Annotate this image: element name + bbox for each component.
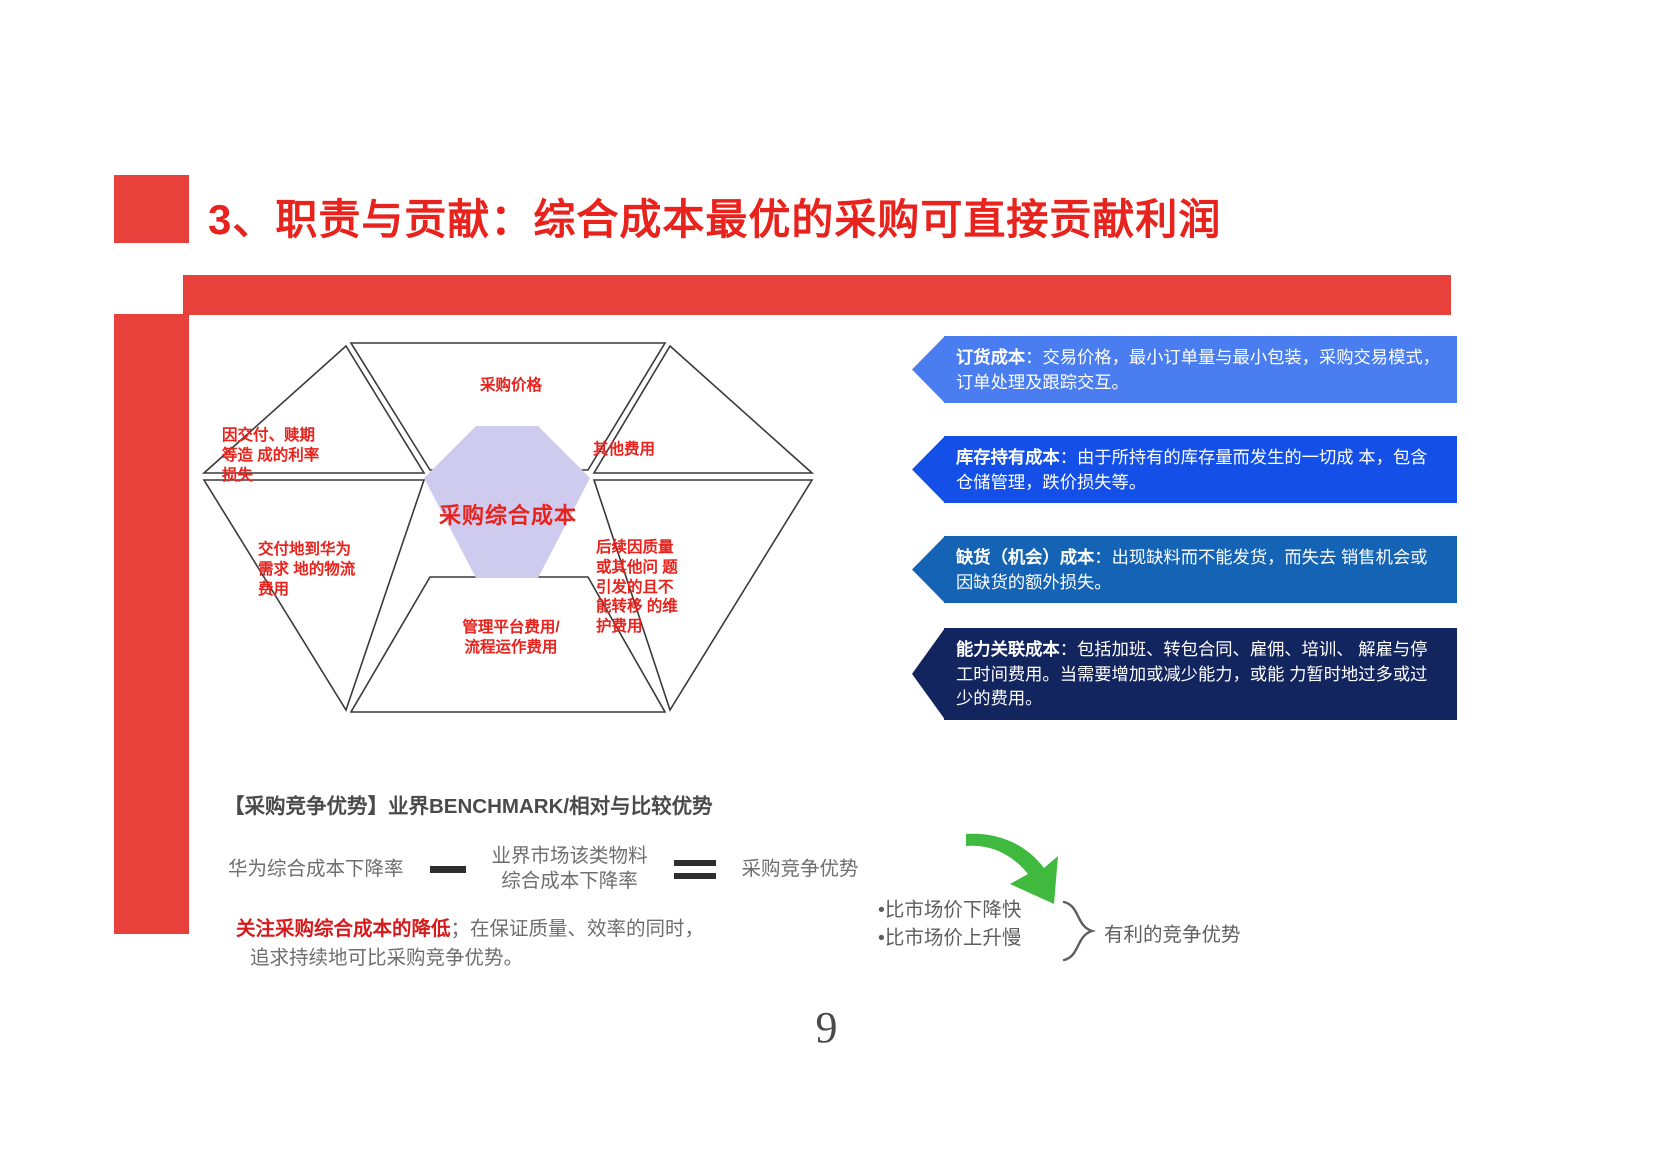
competitive-advantage-formula: 华为综合成本下降率 业界市场该类物料 综合成本下降率 采购竞争优势 bbox=[228, 844, 859, 895]
hexagon-core-label: 采购综合成本 bbox=[438, 503, 577, 528]
focus-note-rest: ；在保证质量、效率的同时， bbox=[450, 918, 705, 940]
hex-label-right-upper: 其他费用 bbox=[593, 441, 656, 458]
red-accent-bar-left bbox=[114, 314, 189, 934]
callout-term-4: 能力关联成本 bbox=[956, 639, 1060, 659]
hex-label-left-upper: 因交付、赎期 等造 成的利率 损失 bbox=[222, 427, 320, 484]
focus-note-highlight: 关注采购综合成本的降低 bbox=[236, 918, 451, 940]
formula-term-huawei: 华为综合成本下降率 bbox=[228, 857, 404, 880]
hexagon-core-shape bbox=[424, 426, 590, 578]
advantage-bullet-1: •比市场价下降快 bbox=[878, 899, 1022, 921]
arrow-tip-icon bbox=[912, 536, 945, 604]
hex-segment-left-lower bbox=[202, 479, 426, 712]
callout-text-2: 由于所持有的库存量而发生的一切成 本，包含仓储管理，跌价损失等。 bbox=[956, 447, 1428, 492]
advantage-result-label: 有利的竞争优势 bbox=[1104, 924, 1241, 946]
arrow-tip-icon bbox=[912, 628, 945, 720]
callout-term-1: 订货成本 bbox=[956, 347, 1026, 367]
callout-text-4: 包括加班、转包合同、雇佣、培训、 解雇与停工时间费用。当需要增加或减少能力，或能… bbox=[956, 639, 1428, 709]
hexagon-outline-svg bbox=[201, 342, 815, 713]
arrow-tip-icon bbox=[912, 436, 945, 504]
advantage-bullet-list: •比市场价下降快 •比市场价上升慢 bbox=[878, 896, 1021, 953]
formula-term-market: 业界市场该类物料 综合成本下降率 bbox=[491, 845, 648, 893]
callout-sep-3: ： bbox=[1094, 547, 1112, 567]
benchmark-heading: 【采购竞争优势】业界BENCHMARK/相对与比较优势 bbox=[224, 795, 713, 818]
callout-stockout-opportunity-cost: 缺货（机会）成本：出现缺料而不能发货，而失去 销售机会或因缺货的额外损失。 bbox=[912, 536, 1457, 604]
callout-term-3: 缺货（机会）成本 bbox=[956, 547, 1095, 567]
callout-ordering-cost: 订货成本：交易价格，最小订单量与最小包装，采购交易模式，订单处理及跟踪交互。 bbox=[912, 336, 1457, 404]
callout-inventory-holding-cost: 库存持有成本：由于所持有的库存量而发生的一切成 本，包含仓储管理，跌价损失等。 bbox=[912, 436, 1457, 504]
hex-label-right-lower: 后续因质量 或其他问 题 引发的且不 能转移 的维 护费用 bbox=[596, 539, 678, 636]
callout-text-3: 出现缺料而不能发货，而失去 销售机会或因缺货的额外损失。 bbox=[956, 547, 1428, 592]
green-down-arrow-icon bbox=[966, 833, 1058, 904]
arrow-tip-icon bbox=[912, 336, 945, 404]
callout-text-1: 交易价格，最小订单量与最小包装，采购交易模式，订单处理及跟踪交互。 bbox=[956, 347, 1440, 392]
advantage-bullet-2: •比市场价上升慢 bbox=[878, 927, 1022, 950]
page-title: 3、职责与贡献：综合成本最优的采购可直接贡献利润 bbox=[208, 196, 1222, 243]
hex-label-top: 采购价格 bbox=[479, 377, 542, 394]
procurement-cost-hexagon-diagram: 采购价格 因交付、赎期 等造 成的利率 损失 其他费用 交付地到华为 需求 地的… bbox=[198, 330, 818, 725]
red-accent-block-top bbox=[114, 175, 189, 243]
hex-segment-left-upper bbox=[201, 344, 426, 474]
callout-capacity-related-cost: 能力关联成本：包括加班、转包合同、雇佣、培训、 解雇与停工时间费用。当需要增加或… bbox=[912, 628, 1457, 720]
formula-term-result: 采购竞争优势 bbox=[741, 857, 859, 880]
hex-label-left-lower: 交付地到华为 需求 地的物流 费用 bbox=[258, 541, 356, 598]
callout-sep-2: ： bbox=[1059, 447, 1077, 467]
callout-sep-4: ： bbox=[1059, 639, 1077, 659]
callout-term-2: 库存持有成本 bbox=[956, 447, 1060, 467]
callout-sep-1: ： bbox=[1025, 347, 1043, 367]
hex-segment-right-upper bbox=[592, 344, 815, 474]
red-accent-bar-under-title bbox=[183, 275, 1451, 315]
minus-operator-icon bbox=[429, 865, 466, 873]
equals-operator-icon bbox=[673, 859, 716, 879]
page-number: 9 bbox=[815, 1003, 838, 1052]
focus-note: 关注采购综合成本的降低；在保证质量、效率的同时， 追求持续地可比采购竞争优势。 bbox=[236, 915, 704, 973]
hex-label-bottom: 管理平台费用/ 流程运作费用 bbox=[462, 619, 560, 656]
hex-segment-right-lower bbox=[592, 479, 814, 712]
cost-type-callout-list: 订货成本：交易价格，最小订单量与最小包装，采购交易模式，订单处理及跟踪交互。 库… bbox=[912, 336, 1457, 728]
focus-note-line2: 追求持续地可比采购竞争优势。 bbox=[250, 946, 524, 969]
curly-brace-icon bbox=[1062, 900, 1097, 962]
hex-segment-top bbox=[349, 342, 667, 471]
